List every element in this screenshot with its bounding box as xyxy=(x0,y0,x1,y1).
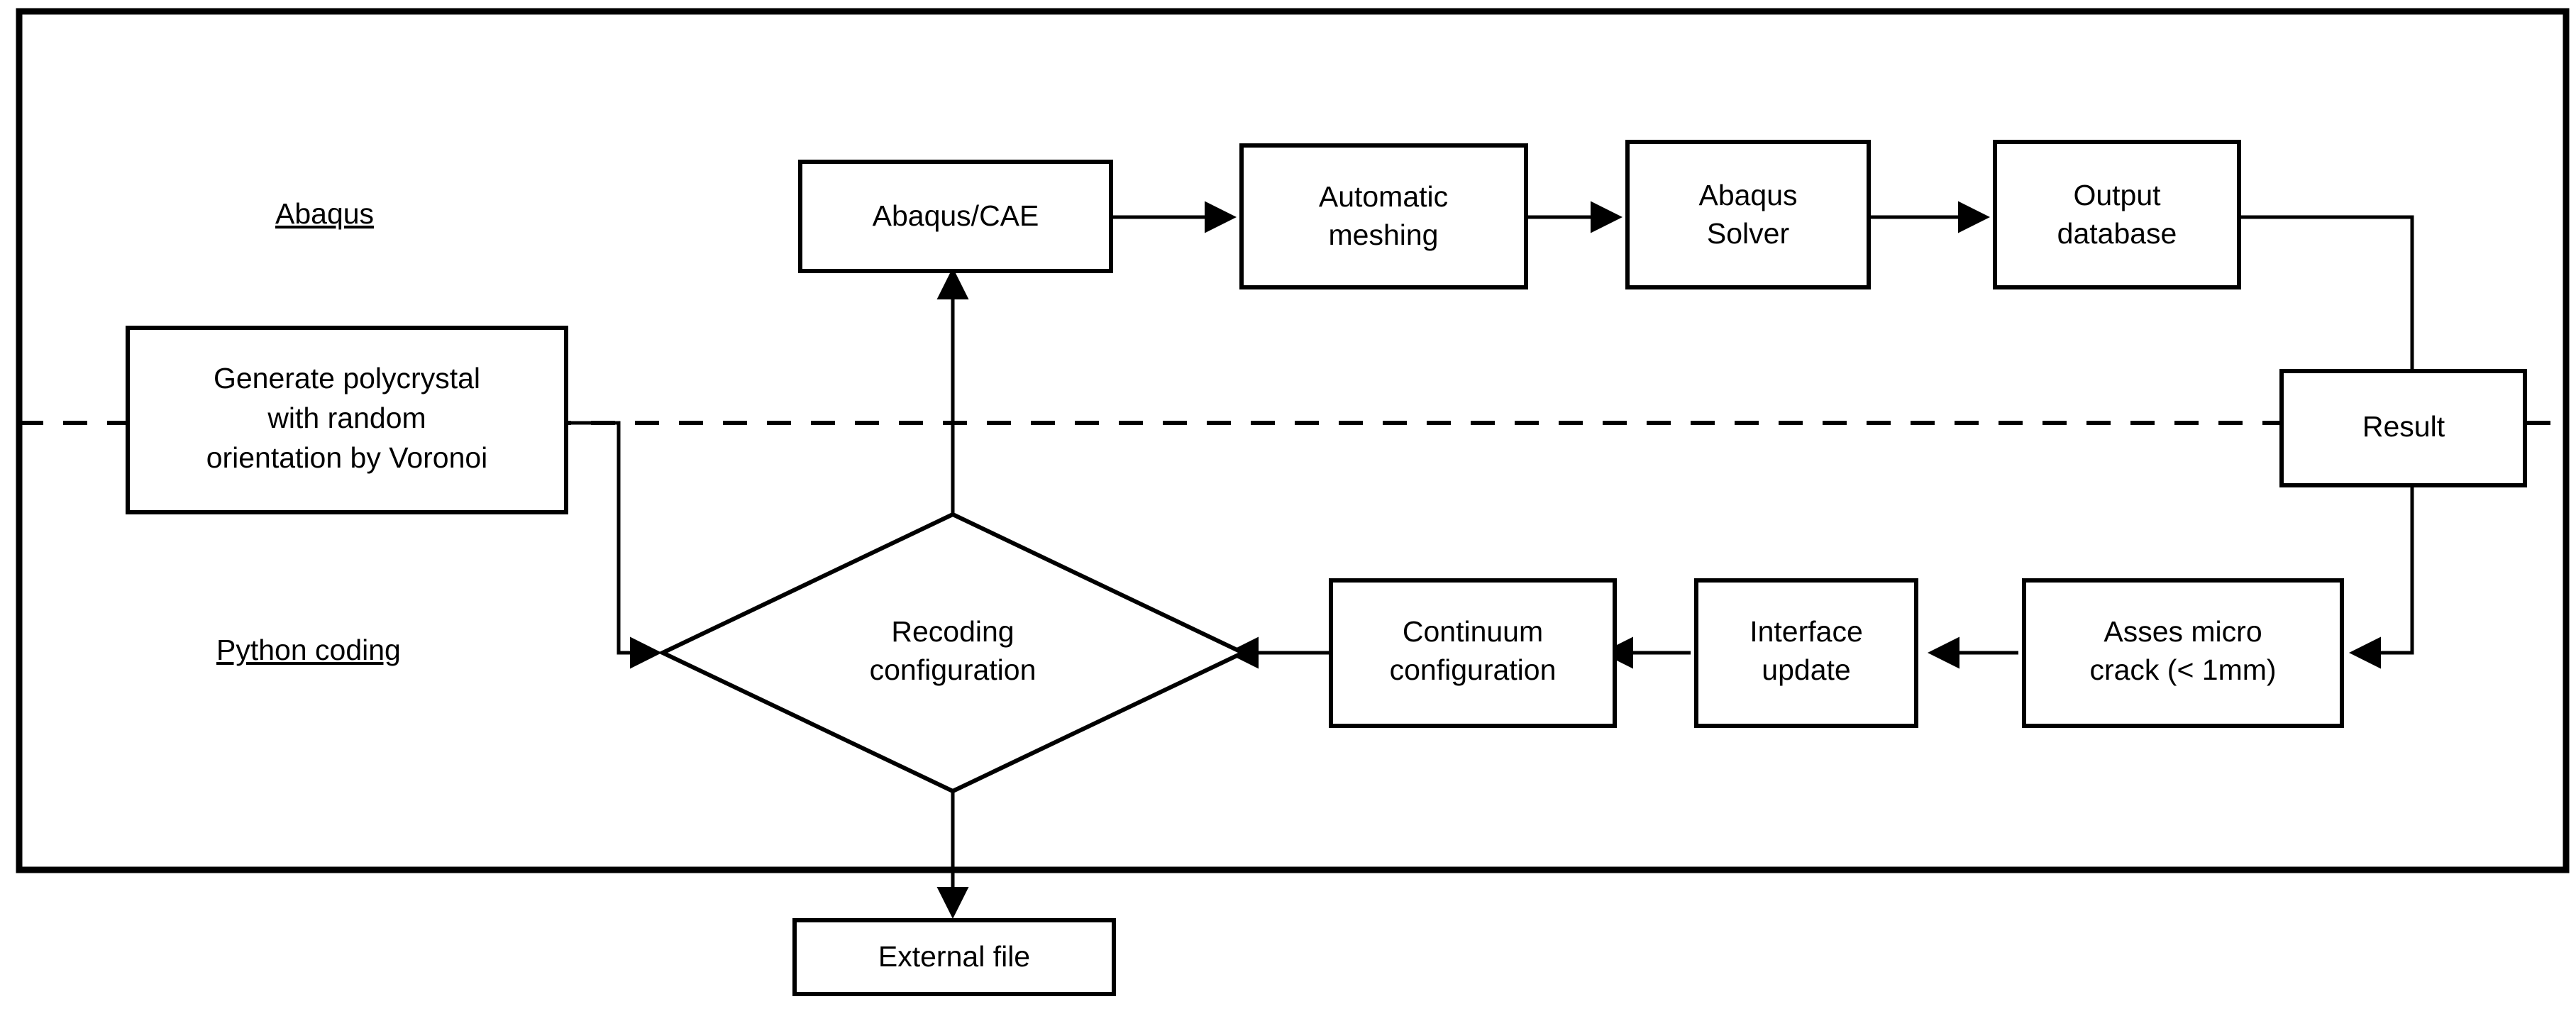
section-label-abaqus: Abaqus xyxy=(275,197,374,230)
node-generate-polycrystal-line-1: Generate polycrystal xyxy=(214,362,480,394)
node-interface-update-line-2: update xyxy=(1762,653,1850,686)
node-generate-polycrystal[interactable]: Generate polycrystal with random orienta… xyxy=(126,326,568,514)
node-output-database[interactable]: Output database xyxy=(1993,140,2241,289)
node-external-file-line-1: External file xyxy=(878,940,1030,973)
node-output-database-line-1: Output xyxy=(2073,179,2161,211)
node-abaqus-cae[interactable]: Abaqus/CAE xyxy=(798,160,1113,273)
node-interface-update[interactable]: Interface update xyxy=(1694,578,1918,728)
node-recoding-configuration-line-1: Recoding xyxy=(891,615,1014,648)
node-automatic-meshing[interactable]: Automatic meshing xyxy=(1239,143,1528,289)
node-automatic-meshing-line-2: meshing xyxy=(1329,219,1439,251)
node-output-database-line-2: database xyxy=(2057,217,2177,250)
node-result[interactable]: Result xyxy=(2279,369,2527,487)
edge-generate-polycrystal-to-recoding-configuration xyxy=(566,421,662,669)
node-automatic-meshing-line-1: Automatic xyxy=(1319,180,1448,213)
node-abaqus-solver-line-2: Solver xyxy=(1707,217,1789,250)
node-continuum-configuration-line-2: configuration xyxy=(1390,653,1557,686)
edge-output-database-to-result xyxy=(2239,215,2428,405)
node-asses-micro-crack[interactable]: Asses micro crack (< 1mm) xyxy=(2022,578,2344,728)
node-interface-update-line-1: Interface xyxy=(1749,615,1863,648)
node-abaqus-solver[interactable]: Abaqus Solver xyxy=(1625,140,1871,289)
node-asses-micro-crack-line-1: Asses micro xyxy=(2104,615,2262,648)
node-result-line-1: Result xyxy=(2362,410,2445,443)
section-label-python-coding: Python coding xyxy=(216,634,401,666)
node-generate-polycrystal-line-3: orientation by Voronoi xyxy=(206,441,488,474)
edge-result-to-asses-micro-crack xyxy=(2349,485,2414,669)
node-recoding-configuration-line-2: configuration xyxy=(870,653,1037,686)
outer-frame xyxy=(16,8,2570,873)
node-abaqus-solver-line-1: Abaqus xyxy=(1698,179,1797,211)
node-continuum-configuration[interactable]: Continuum configuration xyxy=(1329,578,1617,728)
node-recoding-configuration[interactable]: Recoding configuration xyxy=(658,512,1248,794)
node-abaqus-cae-line-1: Abaqus/CAE xyxy=(873,199,1039,232)
node-external-file[interactable]: External file xyxy=(792,918,1116,996)
node-generate-polycrystal-line-2: with random xyxy=(267,402,426,434)
node-asses-micro-crack-line-2: crack (< 1mm) xyxy=(2089,653,2276,686)
node-continuum-configuration-line-1: Continuum xyxy=(1403,615,1543,648)
